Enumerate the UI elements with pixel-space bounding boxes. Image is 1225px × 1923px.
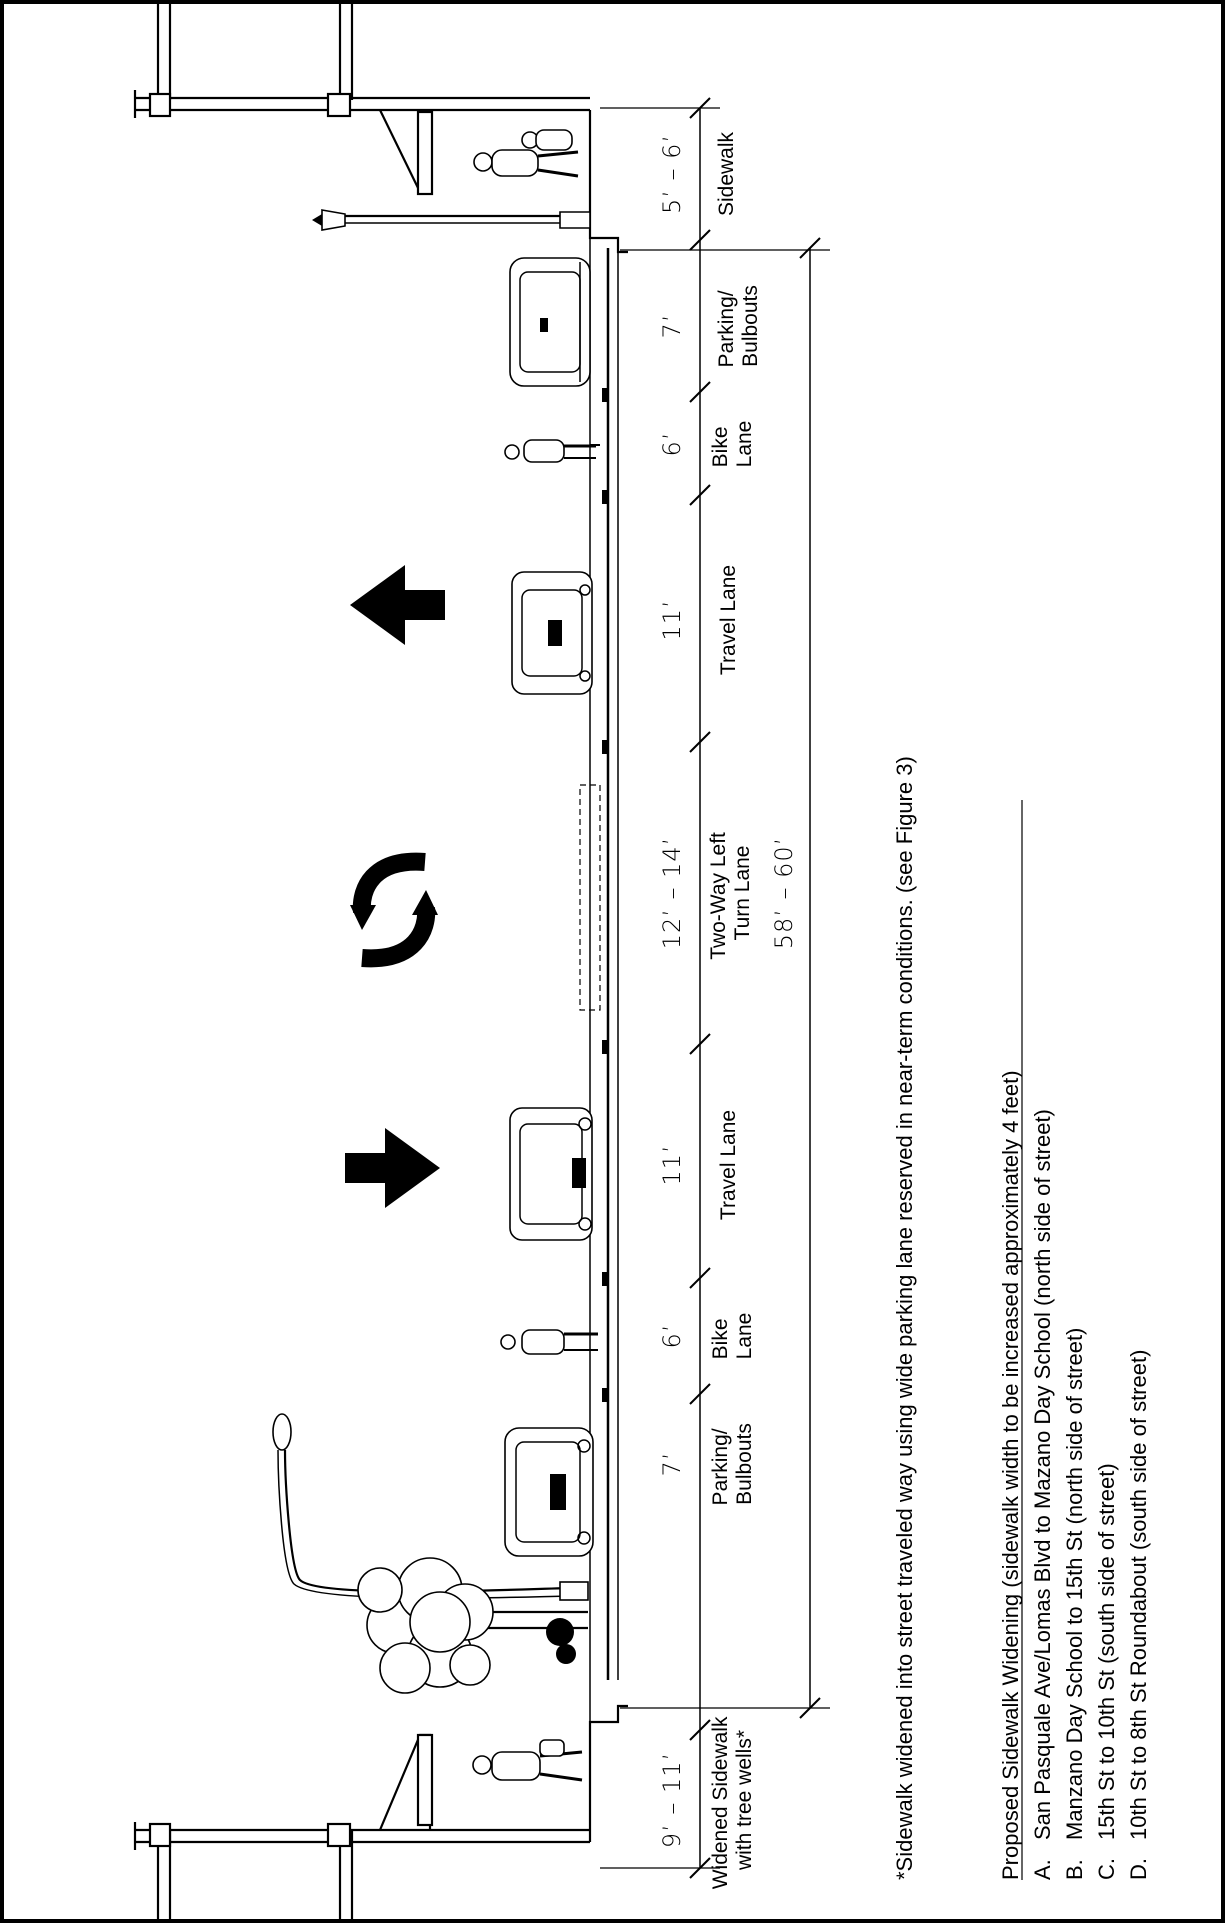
pedestrian-icon [473,129,579,178]
street-lamp-icon [312,209,591,231]
tree-icon [357,1557,588,1694]
car-icon [509,257,591,387]
label-bike-south: Bike Lane [709,1313,756,1360]
turn-arrows-icon [350,852,438,968]
proposal-item-letter: C. [1094,1858,1119,1880]
arrow-right-icon [345,1128,440,1208]
label-travel-north: Travel Lane [717,565,740,675]
label-sidewalk-south: Widened Sidewalk with tree wells* [709,1711,756,1890]
bicyclist-icon [504,439,600,463]
dimension-bike-north: 6’ [658,432,686,457]
dimension-bike-south: 6’ [658,1324,686,1349]
dimension-lines [600,97,830,1879]
overall-dimension: 58’ – 60’ [770,837,798,950]
proposal-item-letter: D. [1126,1858,1151,1880]
dimension-sidewalk-north: 5’ – 6’ [658,134,686,214]
bicyclist-icon [500,1329,598,1355]
label-parking-south: Parking/ Bulbouts [709,1423,756,1506]
car-icon [511,571,593,695]
proposal-item-text: Manzano Day School to 15th St (north sid… [1062,1328,1087,1840]
label-parking-north: Parking/ Bulbouts [715,285,762,368]
proposal-item-letter: A. [1030,1859,1055,1880]
footnote: *Sidewalk widened into street traveled w… [892,756,917,1880]
proposal-item-text: San Pasquale Ave/Lomas Blvd to Mazano Da… [1030,1109,1055,1840]
pedestrian-icon [472,1739,583,1782]
proposal-item-text: 15th St to 10th St (south side of street… [1094,1463,1119,1840]
proposal-list: Proposed Sidewalk Widening (sidewalk wid… [998,800,1151,1880]
building-icon [133,1733,590,1921]
proposal-item-letter: B. [1062,1859,1087,1880]
label-sidewalk-north: Sidewalk [715,131,738,216]
dimension-parking-south: 7’ [658,1452,686,1477]
section-labels: Sidewalk Parking/ Bulbouts Bike Lane Tra… [707,131,762,1889]
dimension-turn-lane: 12’ – 14’ [658,837,686,950]
car-icon [509,1107,593,1241]
dimension-parking-north: 7’ [658,314,686,339]
dimension-sidewalk-south: 9’ – 11’ [658,1752,686,1848]
street-lamp-icon [272,1413,589,1601]
car-icon [504,1427,594,1557]
proposal-item-text: 10th St to 8th St Roundabout (south side… [1126,1350,1151,1840]
arrow-left-icon [350,565,445,645]
proposal-title: Proposed Sidewalk Widening (sidewalk wid… [998,1070,1023,1880]
building-icon [133,2,590,196]
label-bike-north: Bike Lane [709,421,756,468]
dimension-travel-north: 11’ [658,599,686,640]
section-dimensions: 5’ – 6’ 7’ 6’ 11’ 12’ – 14’ 11’ 6’ 7’ 9’… [658,134,798,1848]
dimension-travel-south: 11’ [658,1144,686,1185]
label-travel-south: Travel Lane [717,1110,740,1220]
label-turn-lane: Two-Way Left Turn Lane [707,826,754,959]
